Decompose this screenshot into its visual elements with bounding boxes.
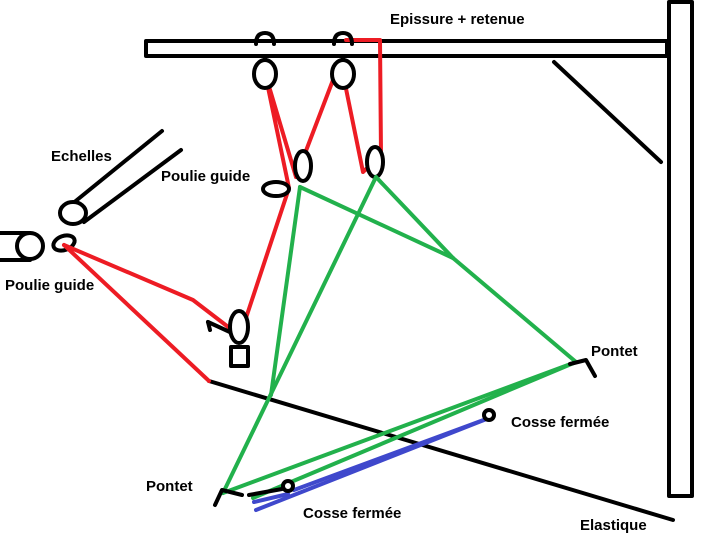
blue-ropes: [252, 416, 491, 512]
brace: [552, 60, 663, 164]
label-pontet-right: Pontet: [591, 343, 638, 360]
label-cosse-fermee-bottom: Cosse fermée: [303, 505, 401, 522]
upper-guide-pulley: [261, 180, 291, 198]
bottom-block: [206, 309, 250, 368]
cosse-bottom: [281, 479, 295, 493]
top-pulleys: [252, 31, 356, 90]
label-pontet-left: Pontet: [146, 478, 193, 495]
mid-pulley-right: [365, 145, 385, 179]
cosse-right: [482, 408, 496, 422]
cosse-bottom-link: [247, 487, 284, 497]
label-poulie-guide-upper: Poulie guide: [161, 168, 250, 185]
mid-pulley-left: [293, 149, 313, 183]
pontet-left-mark: [213, 488, 244, 507]
pontet-right-mark: [568, 358, 597, 378]
label-poulie-guide-left: Poulie guide: [5, 277, 94, 294]
ladders: [0, 129, 183, 262]
red-rope-lower: [62, 243, 211, 383]
label-elastique: Elastique: [580, 517, 647, 534]
label-cosse-fermee-right: Cosse fermée: [511, 414, 609, 431]
green-ropes: [221, 175, 578, 500]
mast: [667, 0, 694, 498]
elastique-line: [207, 379, 675, 522]
label-echelles: Echelles: [51, 148, 112, 165]
boom: [144, 39, 669, 58]
label-epissure: Epissure + retenue: [390, 11, 525, 28]
